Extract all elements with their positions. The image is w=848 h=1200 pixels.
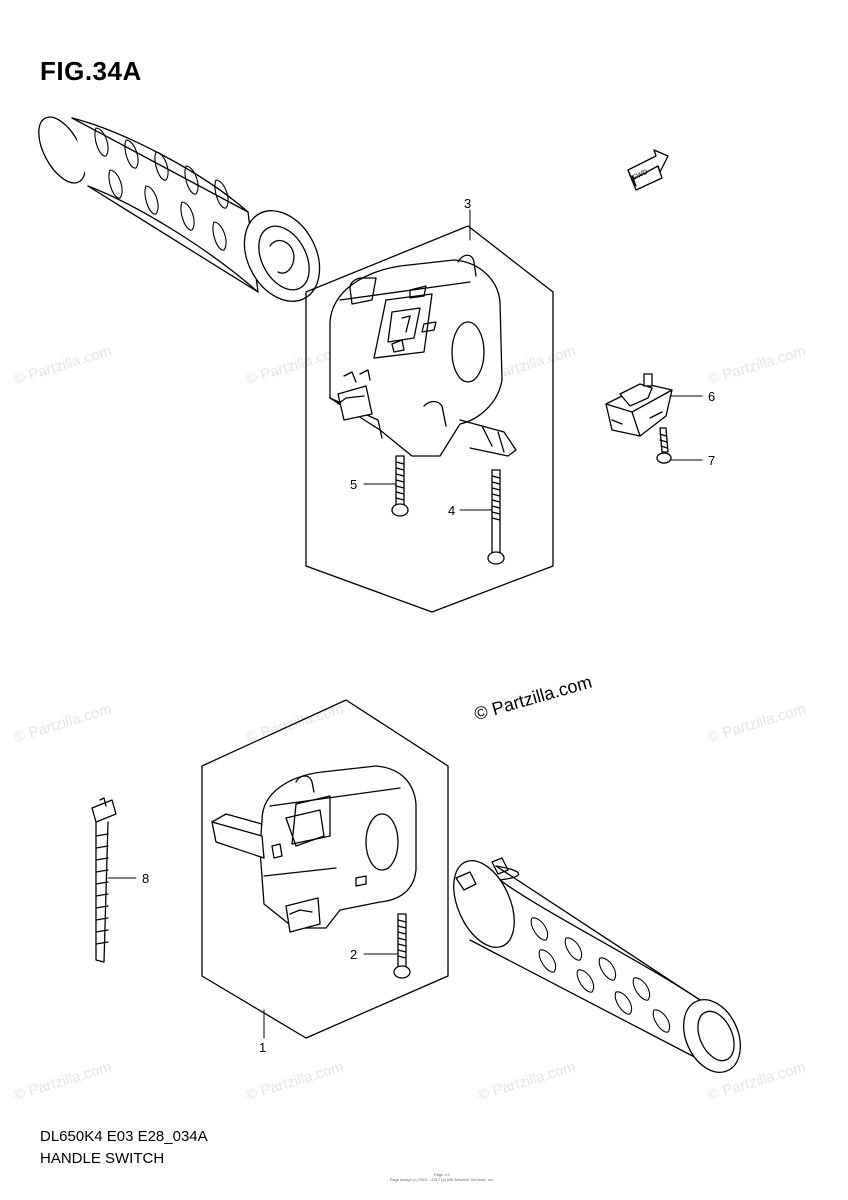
callout-5: 5 bbox=[350, 477, 358, 492]
screw-part-5 bbox=[391, 455, 409, 517]
callout-2: 2 bbox=[350, 947, 358, 962]
footer-line-1: Page 1/1 bbox=[433, 1172, 450, 1177]
assembly-frame-lower bbox=[201, 699, 449, 1039]
footer-line-2: Page design (c) 2001 - 2017 (c) ARI Netw… bbox=[389, 1177, 495, 1182]
screw-part-2 bbox=[393, 913, 411, 979]
callout-3: 3 bbox=[464, 196, 472, 211]
left-switch-housing bbox=[211, 765, 417, 933]
callout-7: 7 bbox=[708, 453, 716, 468]
callout-1: 1 bbox=[259, 1040, 267, 1055]
fwd-arrow-icon bbox=[627, 149, 669, 191]
left-grip bbox=[38, 116, 321, 302]
cable-tie-part-8 bbox=[91, 797, 117, 963]
callout-6: 6 bbox=[708, 389, 716, 404]
model-code: DL650K4 E03 E28_034A bbox=[40, 1128, 208, 1145]
figure-title: FIG.34A bbox=[40, 56, 142, 86]
throttle-grip bbox=[453, 857, 741, 1073]
figure-caption: HANDLE SWITCH bbox=[40, 1150, 165, 1167]
right-switch-housing bbox=[329, 254, 517, 457]
callout-4: 4 bbox=[448, 503, 456, 518]
assembly-frame-upper bbox=[305, 225, 554, 613]
screw-part-4 bbox=[487, 469, 505, 565]
footer-fine-print: Page 1/1 Page design (c) 2001 - 2017 (c)… bbox=[342, 1172, 542, 1182]
switch-part-6 bbox=[605, 373, 673, 437]
callout-8: 8 bbox=[142, 871, 150, 886]
screw-part-7 bbox=[656, 427, 672, 464]
leader-lines bbox=[107, 209, 703, 1039]
